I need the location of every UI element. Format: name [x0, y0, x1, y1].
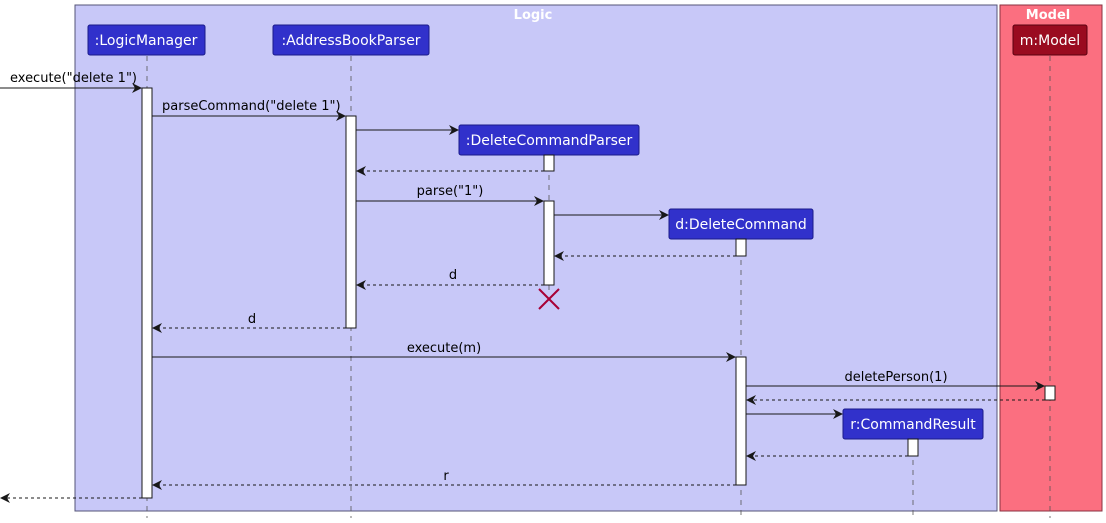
msg-delete-person-label: deletePerson(1) — [844, 370, 947, 385]
participant-delete-command-parser: :DeleteCommandParser — [458, 124, 640, 156]
msg-parse-1-label: parse("1") — [417, 184, 484, 199]
participant-model: m:Model — [1012, 24, 1088, 56]
svg-text:d:DeleteCommand: d:DeleteCommand — [675, 217, 807, 233]
return-r-label: r — [443, 469, 449, 484]
return-d-manager-label: d — [248, 312, 256, 327]
participant-delete-command: d:DeleteCommand — [668, 208, 814, 240]
activation-delete-command-parser-init — [543, 154, 555, 172]
activation-address-book-parser — [345, 115, 357, 329]
activation-command-result — [907, 438, 919, 457]
msg-parse-command-label: parseCommand("delete 1") — [162, 99, 341, 114]
svg-text:m:Model: m:Model — [1020, 33, 1080, 49]
model-group-title: Model — [1026, 8, 1070, 23]
participant-address-book-parser: :AddressBookParser — [272, 24, 430, 56]
svg-text:r:CommandResult: r:CommandResult — [850, 417, 976, 433]
model-group — [999, 4, 1103, 512]
destroy-x-icon — [538, 288, 560, 310]
activation-delete-command-init — [735, 238, 747, 257]
activation-model — [1044, 385, 1056, 401]
msg-execute-delete-label: execute("delete 1") — [10, 71, 137, 86]
activation-logic-manager — [141, 87, 153, 499]
activation-delete-command — [735, 356, 747, 486]
svg-text::AddressBookParser: :AddressBookParser — [281, 33, 420, 49]
participant-command-result: r:CommandResult — [842, 408, 984, 440]
msg-execute-m-label: execute(m) — [407, 341, 481, 356]
logic-group-title: Logic — [514, 8, 553, 23]
return-d-parser-label: d — [449, 268, 457, 283]
activation-delete-command-parser — [543, 200, 555, 286]
svg-text::DeleteCommandParser: :DeleteCommandParser — [466, 133, 633, 149]
svg-text::LogicManager: :LogicManager — [95, 33, 198, 49]
participant-logic-manager: :LogicManager — [87, 24, 206, 56]
